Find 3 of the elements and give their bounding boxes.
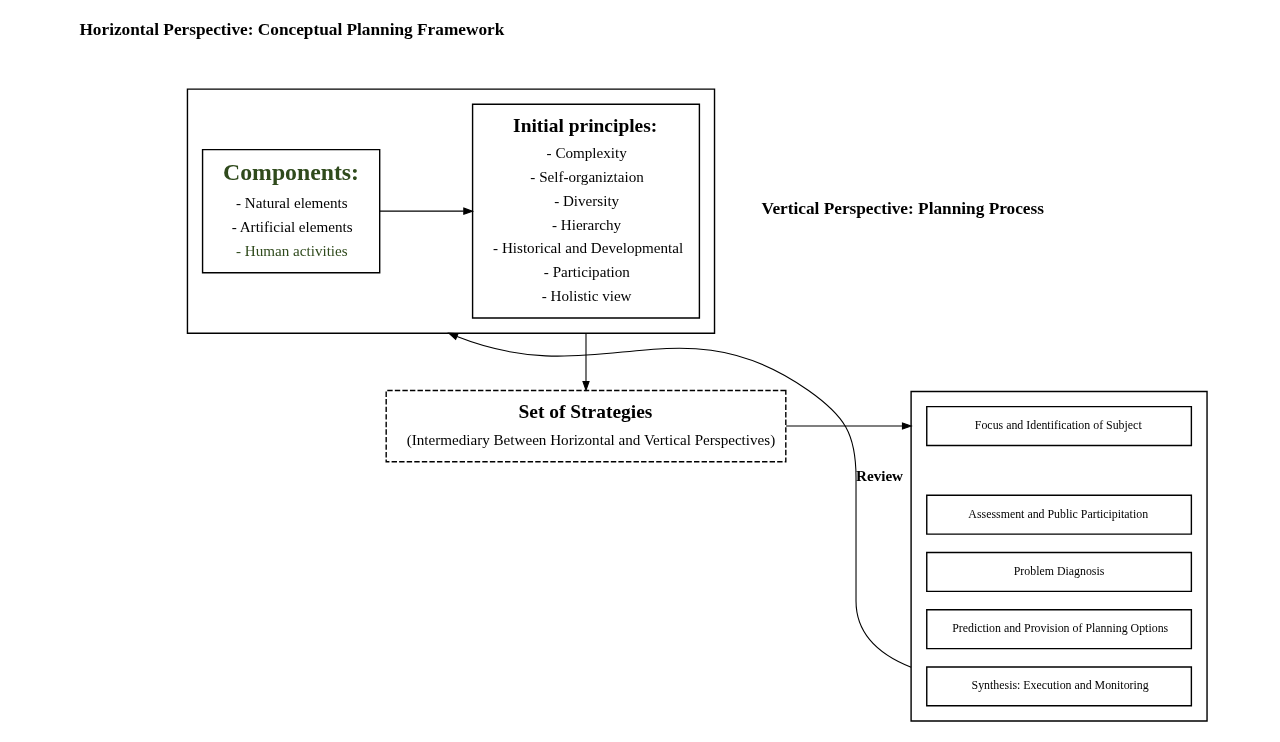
edge-label: Review [856, 468, 904, 485]
label: Vertical Perspective: Planning Process [761, 199, 1044, 219]
label: Horizontal Perspective: Conceptual Planning Framework [79, 19, 505, 39]
